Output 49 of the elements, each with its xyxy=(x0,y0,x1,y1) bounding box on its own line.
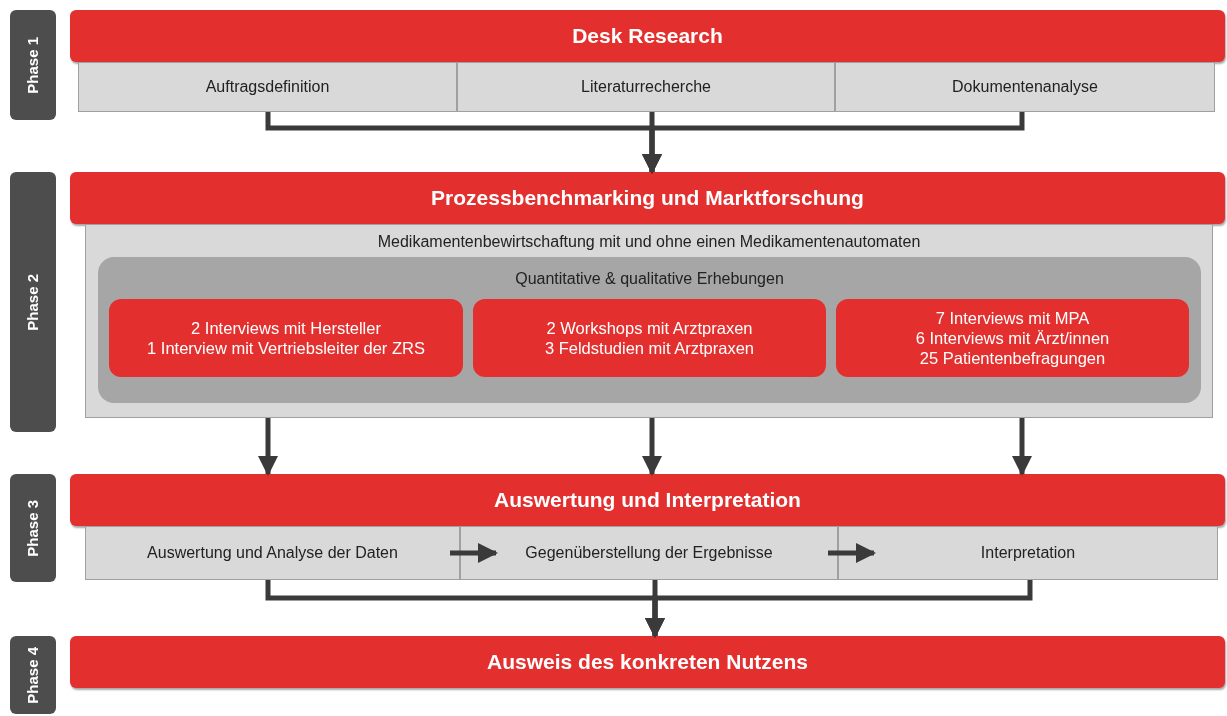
survey-panel xyxy=(98,257,1201,403)
phase-title: Ausweis des konkreten Nutzens xyxy=(487,649,808,676)
phase-tab xyxy=(10,474,56,582)
survey-box xyxy=(473,299,826,377)
phase-tab xyxy=(10,636,56,714)
step-box xyxy=(78,62,457,112)
arrow xyxy=(1012,418,1032,476)
phase-label: Phase 4 xyxy=(22,646,42,704)
phase-tab xyxy=(10,10,56,120)
phase-header-bar xyxy=(70,10,1225,62)
step-box xyxy=(460,526,838,580)
box-text: Interpretation xyxy=(980,543,1076,563)
method-panel xyxy=(85,224,1213,418)
phase-header-bar xyxy=(70,474,1225,526)
box-text: Quantitative & qualitative Erhebungen xyxy=(514,269,785,289)
phase-title: Desk Research xyxy=(572,23,723,50)
step-box xyxy=(838,526,1218,580)
box-text: 6 Interviews mit Ärzt/innen xyxy=(915,328,1110,348)
box-text: Auftragsdefinition xyxy=(205,77,330,97)
arrow xyxy=(645,580,1033,638)
arrow xyxy=(450,543,498,563)
box-text: 2 Workshops mit Arztpraxen xyxy=(546,318,753,338)
phase-tab xyxy=(10,172,56,432)
box-text: Gegenüberstellung der Ergebnisse xyxy=(525,543,773,563)
phase-label: Phase 3 xyxy=(22,499,42,557)
step-box xyxy=(835,62,1215,112)
step-box xyxy=(85,526,460,580)
box-text: 1 Interview mit Vertriebsleiter der ZRS xyxy=(147,338,425,358)
box-text: 7 Interviews mit MPA xyxy=(935,308,1090,328)
phase-label: Phase 2 xyxy=(22,273,42,331)
phase-label: Phase 1 xyxy=(22,36,42,94)
phase-title: Prozessbenchmarking und Marktforschung xyxy=(431,185,864,212)
survey-box xyxy=(109,299,463,377)
box-text: Dokumentenanalyse xyxy=(952,77,1098,97)
arrow xyxy=(642,112,1025,174)
box-text: Auswertung und Analyse der Daten xyxy=(147,543,398,563)
arrow xyxy=(828,543,876,563)
box-text: 2 Interviews mit Hersteller xyxy=(191,318,381,338)
box-text: Literaturrecherche xyxy=(581,77,711,97)
arrow xyxy=(258,418,278,476)
phase-header-bar xyxy=(70,636,1225,688)
box-text: 25 Patientenbefragungen xyxy=(919,348,1106,368)
box-text: Medikamentenbewirtschaftung mit und ohne einen Medikamentenautomaten xyxy=(376,232,922,252)
survey-box xyxy=(836,299,1189,377)
phase-title: Auswertung und Interpretation xyxy=(494,487,801,514)
step-box xyxy=(457,62,835,112)
arrow xyxy=(642,418,662,476)
phase-header-bar xyxy=(70,172,1225,224)
box-text: 3 Feldstudien mit Arztpraxen xyxy=(544,338,755,358)
